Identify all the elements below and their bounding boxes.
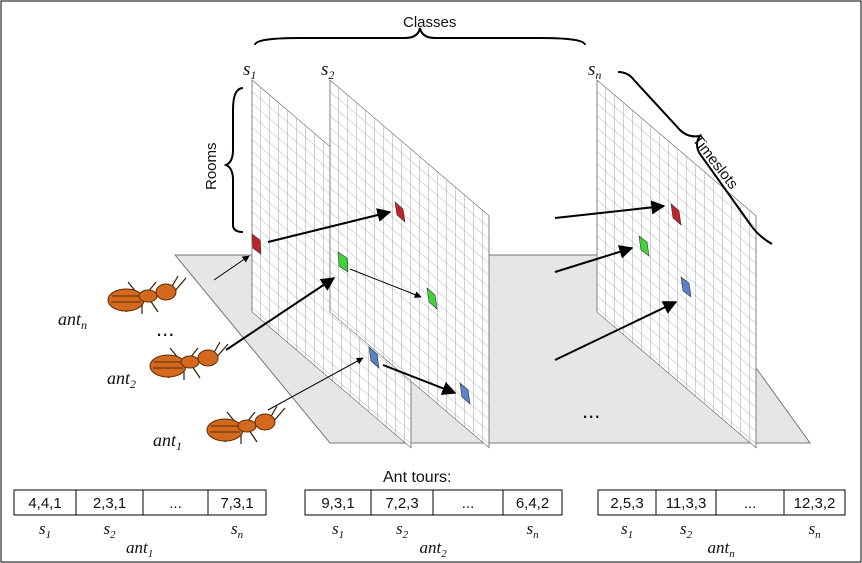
tour-cell-value: 7,3,1 — [220, 495, 253, 512]
tour-slot-label: s2 — [104, 519, 117, 541]
tour-ant-label: ant1 — [126, 538, 153, 560]
ant-n-label: antn — [58, 309, 87, 332]
timeslots-brace — [617, 71, 773, 245]
classes-label: Classes — [403, 14, 456, 31]
ant-n-icon — [107, 275, 187, 314]
tour-table-2: 9,3,1 s1 7,2,3 s2... 6,4,2 sn ant2 — [304, 489, 563, 560]
tour-ant-label: ant2 — [420, 538, 448, 560]
cell-green-sn — [638, 235, 650, 257]
ant-tours-title: Ant tours: — [383, 469, 451, 486]
slice-label-s2: s2 — [321, 59, 334, 82]
cell-red-s1 — [251, 233, 262, 255]
tour-cell-value: ... — [169, 495, 182, 512]
tour-cell-value: 11,3,3 — [666, 495, 707, 512]
tour-cell-box — [432, 489, 504, 516]
cell-red-s2 — [394, 201, 406, 223]
tour-slot-label: s1 — [332, 519, 344, 541]
ant-2-label: ant2 — [107, 368, 136, 391]
tour-slot-label: s2 — [680, 519, 693, 541]
tour-ant-label: antn — [708, 538, 736, 560]
tour-cell-value: ... — [462, 495, 475, 512]
ant-ellipsis: ... — [156, 316, 174, 341]
tour-slot-label: sn — [527, 519, 540, 541]
tour-slot-label: sn — [231, 519, 244, 541]
cell-blue-s2 — [368, 346, 380, 369]
tour-slot-label: sn — [809, 519, 822, 541]
cell-green-s2 — [337, 251, 349, 273]
slice-grid-s2 — [329, 79, 490, 449]
tour-cell-box — [783, 489, 846, 516]
tour-arrows — [213, 200, 678, 411]
tour-cell-value: 9,3,1 — [321, 495, 354, 512]
tour-cell-box — [207, 489, 267, 516]
classes-brace — [254, 27, 586, 46]
tour-cell-value: 6,4,2 — [516, 495, 549, 512]
tour-cell-value: 2,5,3 — [610, 495, 643, 512]
tour-cell-value: 4,4,1 — [28, 495, 61, 512]
cell-red-sn — [670, 203, 682, 226]
tour-cell-value: ... — [744, 495, 757, 512]
tour-cell-value: 2,3,1 — [93, 495, 126, 512]
tour-table-1: 4,4,1 s1 2,3,1 s2... 7,3,1 sn ant1 — [13, 489, 267, 560]
rooms-label: Rooms — [203, 142, 220, 190]
ant-1-icon — [206, 405, 286, 444]
slice-ellipsis: ... — [582, 398, 600, 423]
cell-green-s2b — [426, 287, 438, 310]
tour-cell-value: 7,2,3 — [385, 495, 418, 512]
tour-cell-box — [13, 489, 77, 516]
tour-slot-label: s2 — [396, 519, 409, 541]
tour-cell-value: 12,3,2 — [794, 495, 836, 512]
slice-label-s1: s1 — [243, 59, 256, 82]
rooms-brace — [223, 87, 244, 233]
slice-grid-sn — [596, 79, 757, 449]
tour-cell-box — [142, 489, 209, 516]
cell-blue-sn — [680, 276, 692, 298]
tour-cell-box — [75, 489, 144, 516]
tour-table-3: 2,5,3 s1 11,3,3 s2... 12,3,2 sn antn — [597, 489, 846, 560]
tour-cell-box — [715, 489, 785, 516]
tour-cell-box — [597, 489, 657, 516]
tour-cell-box — [655, 489, 717, 516]
cell-blue-s2b — [459, 382, 471, 405]
tour-slot-label: s1 — [621, 519, 633, 541]
tour-tables: 4,4,1 s1 2,3,1 s2... 7,3,1 sn ant1 9,3,1 s1 7,2,3… — [13, 489, 846, 560]
tour-cell-box — [304, 489, 372, 516]
ant-1-label: ant1 — [153, 430, 182, 453]
slice-label-sn: sn — [588, 59, 601, 82]
tour-cell-box — [502, 489, 563, 516]
ant-2-icon — [149, 341, 229, 380]
tour-slot-label: s1 — [39, 519, 51, 541]
